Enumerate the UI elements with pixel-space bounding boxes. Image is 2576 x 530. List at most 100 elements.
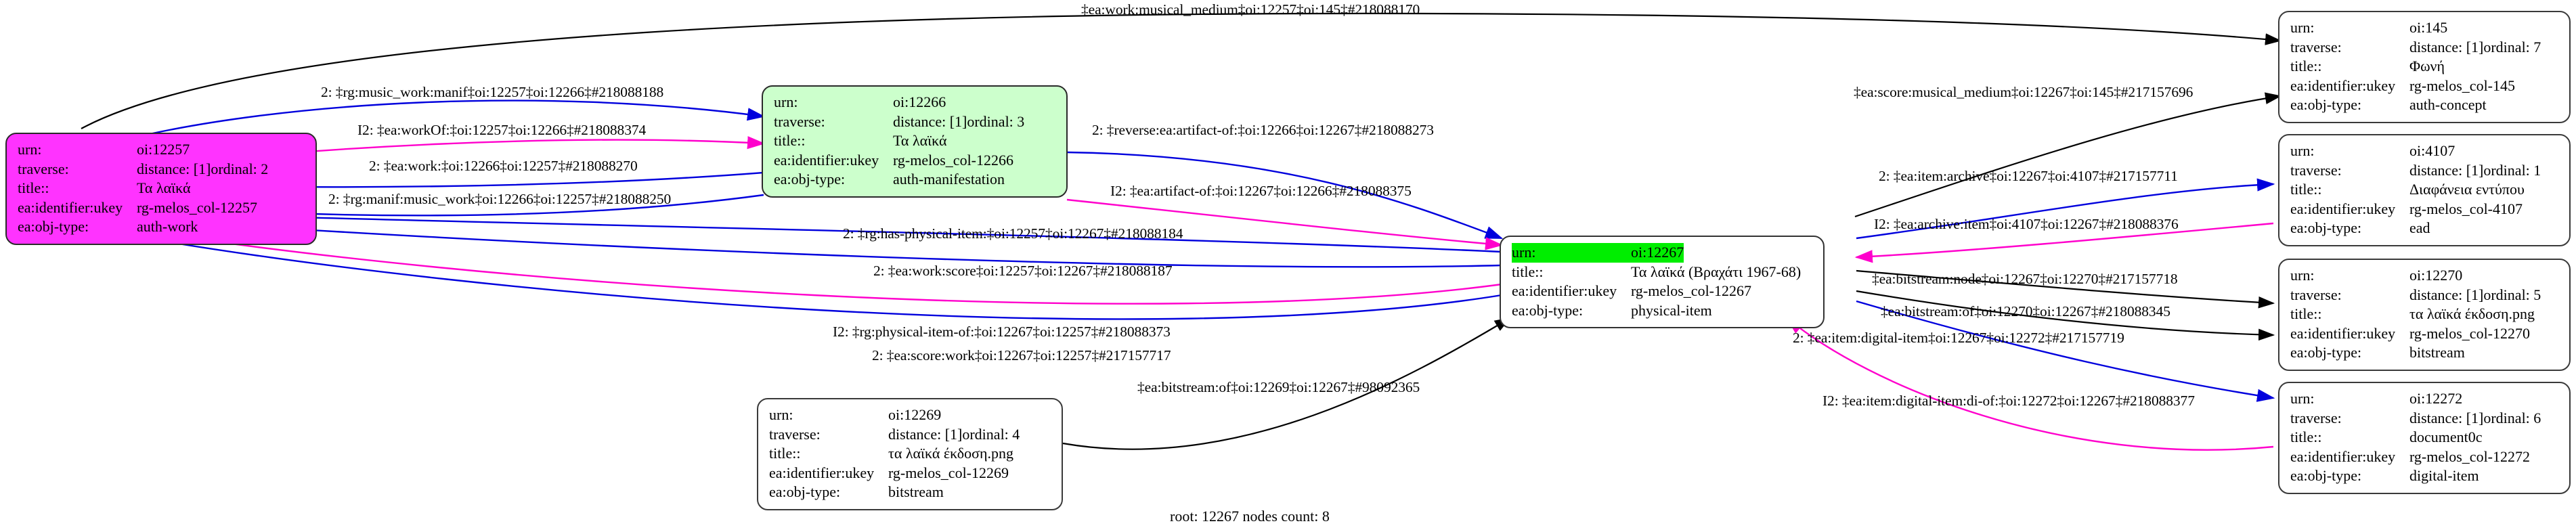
- field-value-ordinal: ordinal: 7: [2483, 38, 2541, 56]
- node-row-ukey: ea:identifier:ukey rg-melos_col-12269: [769, 464, 1052, 483]
- field-label-objtype: ea:obj-type:: [2290, 96, 2362, 114]
- field-label-traverse: traverse:: [2290, 286, 2342, 303]
- node-oi-12270[interactable]: urn: oi:12270 traverse: distance: [1] or…: [2278, 259, 2571, 371]
- field-value-urn: oi:12272: [2409, 390, 2463, 407]
- field-value-title: Τα λαϊκά: [893, 132, 947, 150]
- node-row-ukey: ea:identifier:ukey rg-melos_col-12272: [2290, 447, 2560, 467]
- node-row-traverse: traverse: distance: [1] ordinal: 1: [2290, 161, 2560, 181]
- field-label-ukey: ea:identifier:ukey: [2290, 324, 2396, 342]
- field-value-title: Διαφάνεια εντύπου: [2409, 181, 2525, 198]
- node-row-title: title:: document0c: [2290, 428, 2560, 447]
- edge-label-e7: I2: ‡rg:physical-item-of:‡oi:12267‡oi:12…: [833, 324, 1171, 340]
- node-row-traverse: traverse: distance: [1] ordinal: 2: [18, 160, 306, 179]
- field-value-title: Φωνή: [2409, 58, 2445, 75]
- node-oi-12257[interactable]: urn: oi:12257 traverse: distance: [1] or…: [5, 133, 317, 245]
- field-value-urn: oi:12270: [2409, 267, 2463, 284]
- node-oi-12267-root[interactable]: urn: oi:12267 title:: Τα λαϊκά (Βραχάτι …: [1500, 236, 1825, 329]
- field-value-urn: oi:12267: [1631, 243, 1684, 263]
- field-label-traverse: traverse:: [2290, 409, 2342, 426]
- edge-label-e11: ‡ea:score:musical_medium‡oi:12267‡oi:145…: [1854, 84, 2193, 100]
- field-label-ukey: ea:identifier:ukey: [18, 198, 123, 216]
- field-label-title: title::: [2290, 58, 2322, 75]
- field-value-ordinal: ordinal: 6: [2483, 409, 2541, 426]
- node-oi-145[interactable]: urn: oi:145 traverse: distance: [1] ordi…: [2278, 11, 2571, 123]
- node-row-title: title:: Τα λαϊκά: [18, 179, 306, 198]
- field-value-urn: oi:12269: [888, 406, 942, 423]
- node-row-ukey: ea:identifier:ukey rg-melos_col-12257: [18, 198, 306, 218]
- field-label-objtype: ea:obj-type:: [769, 483, 841, 501]
- field-value-title: Τα λαϊκά (Βραχάτι 1967-68): [1631, 263, 1802, 280]
- node-row-title: title:: Τα λαϊκά (Βραχάτι 1967-68): [1512, 263, 1814, 282]
- field-value-distance: distance: [1]: [2409, 409, 2484, 426]
- node-row-ukey: ea:identifier:ukey rg-melos_col-4107: [2290, 200, 2560, 219]
- field-label-ukey: ea:identifier:ukey: [2290, 200, 2396, 217]
- node-row-title: title:: Διαφάνεια εντύπου: [2290, 180, 2560, 200]
- field-value-objtype: ead: [2409, 219, 2430, 237]
- field-label-title: title::: [18, 179, 49, 197]
- field-label-objtype: ea:obj-type:: [2290, 219, 2362, 237]
- edge-path-e0: [81, 12, 2282, 129]
- field-value-distance: distance: [1]: [2409, 286, 2484, 303]
- field-label-title: title::: [2290, 305, 2322, 323]
- edge-label-e4: 2: ‡rg:manif:music_work‡oi:12266‡oi:1225…: [328, 191, 672, 207]
- field-label-urn: urn:: [2290, 142, 2315, 159]
- field-label-ukey: ea:identifier:ukey: [774, 151, 879, 169]
- edge-label-e2: I2: ‡ea:workOf:‡oi:12257‡oi:12266‡#21808…: [357, 122, 647, 138]
- field-value-ukey: rg-melos_col-12267: [1631, 282, 1752, 300]
- node-row-traverse: traverse: distance: [1] ordinal: 7: [2290, 38, 2560, 58]
- edge-label-e15: ‡ea:bitstream:of‡oi:12270‡oi:12267‡#2180…: [1881, 303, 2170, 319]
- node-row-title: title:: τα λαϊκά έκδοση.png: [2290, 305, 2560, 324]
- node-row-title: title:: τα λαϊκά έκδοση.png: [769, 444, 1052, 464]
- field-value-ukey: rg-melos_col-12257: [137, 198, 258, 216]
- node-row-traverse: traverse: distance: [1] ordinal: 3: [774, 112, 1057, 132]
- edge-label-e12: 2: ‡ea:item:archive‡oi:12267‡oi:4107‡#21…: [1879, 168, 2178, 184]
- field-value-distance: distance: [1]: [888, 425, 963, 443]
- edge-label-e10: I2: ‡ea:artifact-of:‡oi:12267‡oi:12266‡#…: [1110, 183, 1412, 199]
- edge-path-e11: [1854, 92, 2282, 218]
- field-value-ordinal: ordinal: 5: [2483, 286, 2541, 303]
- field-label-ukey: ea:identifier:ukey: [1512, 282, 1617, 300]
- field-value-objtype: bitstream: [2409, 344, 2465, 361]
- field-label-traverse: traverse:: [774, 112, 825, 130]
- node-row-ukey: ea:identifier:ukey rg-melos_col-12267: [1512, 282, 1814, 301]
- node-row-objtype: ea:obj-type: auth-manifestation: [774, 170, 1057, 190]
- field-value-ordinal: ordinal: 4: [962, 425, 1020, 443]
- field-value-distance: distance: [1]: [2409, 38, 2484, 56]
- node-row-urn: urn: oi:12270: [2290, 266, 2560, 286]
- edge-label-e3: 2: ‡ea:work:‡oi:12266‡oi:12257‡#21808827…: [369, 158, 638, 174]
- edge-label-e16: 2: ‡ea:item:digital-item‡oi:12267‡oi:122…: [1793, 330, 2124, 346]
- field-label-title: title::: [2290, 428, 2322, 446]
- node-row-urn: urn: oi:4107: [2290, 141, 2560, 161]
- node-row-urn: urn: oi:12272: [2290, 389, 2560, 409]
- node-row-objtype: ea:obj-type: digital-item: [2290, 466, 2560, 486]
- field-label-urn: urn:: [769, 406, 793, 423]
- field-label-urn: urn:: [18, 141, 42, 158]
- field-value-urn: oi:4107: [2409, 142, 2455, 159]
- field-value-urn: oi:145: [2409, 19, 2448, 36]
- edge-label-e0: ‡ea:work:musical_medium‡oi:12257‡oi:145‡…: [1081, 1, 1420, 18]
- node-row-urn: urn: oi:12257: [18, 140, 306, 160]
- node-oi-4107[interactable]: urn: oi:4107 traverse: distance: [1] ord…: [2278, 134, 2571, 246]
- field-value-objtype: digital-item: [2409, 467, 2479, 485]
- field-label-objtype: ea:obj-type:: [18, 218, 89, 236]
- field-label-traverse: traverse:: [2290, 38, 2342, 56]
- node-row-title: title:: Τα λαϊκά: [774, 131, 1057, 151]
- node-row-urn: urn: oi:145: [2290, 18, 2560, 38]
- field-label-urn: urn:: [774, 93, 798, 110]
- field-label-ukey: ea:identifier:ukey: [2290, 447, 2396, 465]
- node-row-title: title:: Φωνή: [2290, 57, 2560, 76]
- field-value-ordinal: ordinal: 1: [2483, 161, 2541, 179]
- field-value-objtype: physical-item: [1631, 301, 1712, 319]
- edge-label-e18: ‡ea:bitstream:of‡oi:12269‡oi:12267‡#9809…: [1137, 379, 1420, 395]
- node-oi-12269[interactable]: urn: oi:12269 traverse: distance: [1] or…: [757, 398, 1063, 510]
- edge-path-e8: [128, 231, 1502, 320]
- field-value-title: τα λαϊκά έκδοση.png: [888, 445, 1013, 462]
- field-label-title: title::: [1512, 263, 1544, 280]
- node-oi-12272[interactable]: urn: oi:12272 traverse: distance: [1] or…: [2278, 382, 2571, 494]
- node-oi-12266[interactable]: urn: oi:12266 traverse: distance: [1] or…: [762, 85, 1068, 198]
- field-label-title: title::: [2290, 181, 2322, 198]
- edge-path-e5: [128, 206, 1502, 253]
- field-value-distance: distance: [1]: [893, 112, 967, 130]
